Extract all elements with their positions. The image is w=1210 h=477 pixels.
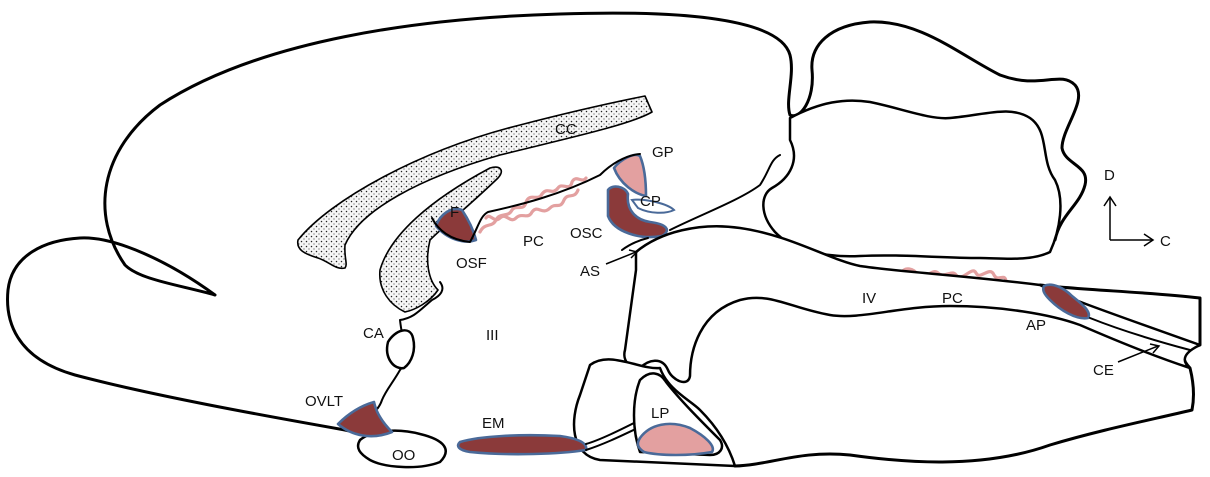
label-as: AS <box>580 263 600 280</box>
label-pc-lower: PC <box>942 290 963 307</box>
label-dorsal: D <box>1104 167 1115 184</box>
anterior-commissure <box>387 330 414 368</box>
label-third-ventricle: III <box>486 327 499 344</box>
label-pc-upper: PC <box>523 233 544 250</box>
median-eminence <box>458 435 586 454</box>
label-fourth-ventricle: IV <box>862 290 876 307</box>
label-cc: CC <box>555 121 577 138</box>
label-osc: OSC <box>570 225 603 242</box>
label-em: EM <box>482 415 505 432</box>
label-oo: OO <box>392 447 415 464</box>
cerebellum <box>763 101 1060 259</box>
label-ap: AP <box>1026 317 1046 334</box>
label-ovlt: OVLT <box>305 393 343 410</box>
label-ce: CE <box>1093 362 1114 379</box>
brainstem-outline <box>735 285 1200 466</box>
label-cp: CP <box>640 193 661 210</box>
ovlt <box>338 402 392 436</box>
label-lp: LP <box>651 405 669 422</box>
posterior-commissure-wall <box>670 155 780 230</box>
label-caudal: C <box>1160 233 1171 250</box>
choroid-plexus-upper <box>480 178 586 232</box>
label-gp: GP <box>652 144 674 161</box>
label-osf: OSF <box>456 255 487 272</box>
label-ca: CA <box>363 325 384 342</box>
label-f: F <box>450 204 459 221</box>
